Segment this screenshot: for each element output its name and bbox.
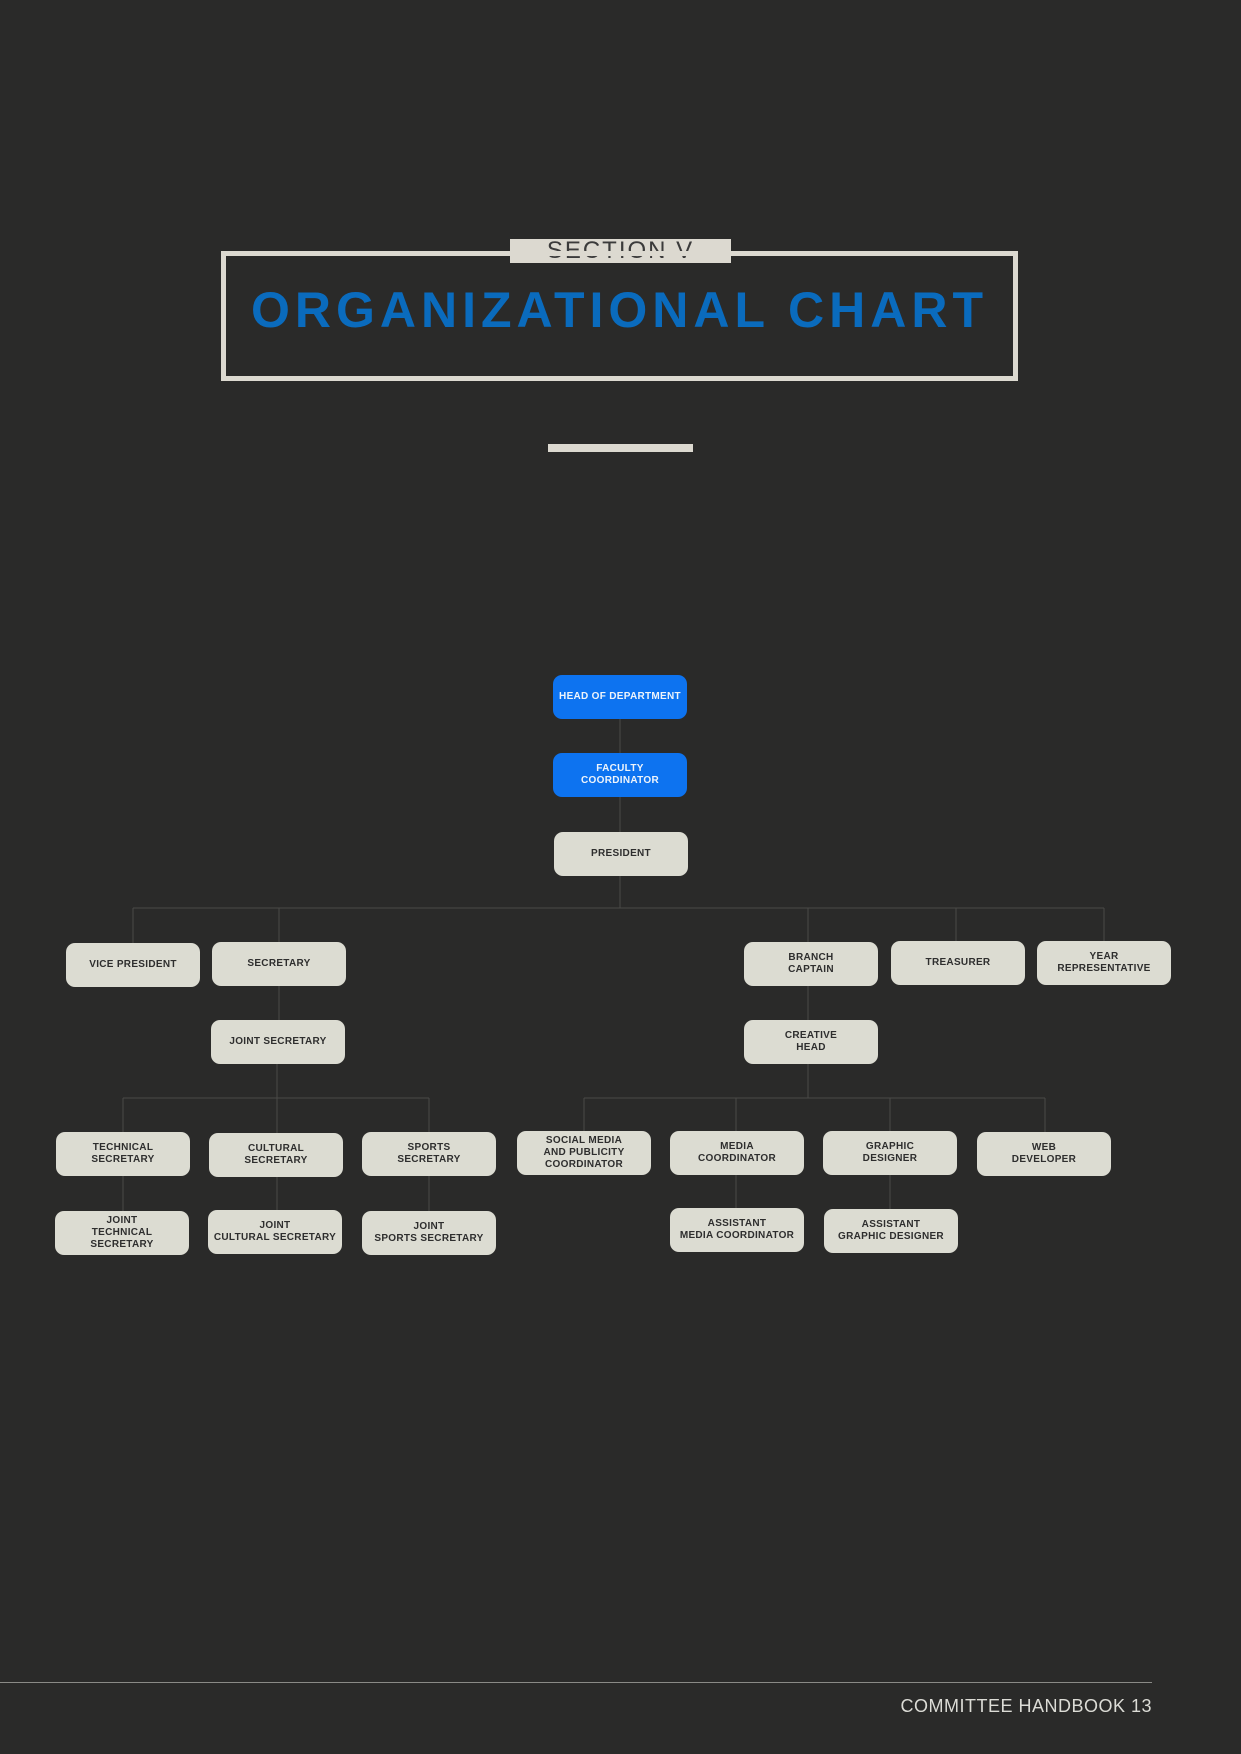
- page-title: ORGANIZATIONAL CHART: [251, 282, 988, 338]
- node-media-coordinator: MEDIA COORDINATOR: [670, 1131, 804, 1175]
- node-faculty-coordinator: FACULTY COORDINATOR: [553, 753, 687, 797]
- node-year-representative: YEAR REPRESENTATIVE: [1037, 941, 1171, 985]
- node-joint-technical-secretary: JOINT TECHNICAL SECRETARY: [55, 1211, 189, 1255]
- footer-page-label: COMMITTEE HANDBOOK 13: [900, 1696, 1152, 1716]
- node-technical-secretary: TECHNICAL SECRETARY: [56, 1132, 190, 1176]
- node-joint-cultural-secretary: JOINT CULTURAL SECRETARY: [208, 1210, 342, 1254]
- node-vice-president: VICE PRESIDENT: [66, 943, 200, 987]
- node-graphic-designer: GRAPHIC DESIGNER: [823, 1131, 957, 1175]
- node-assistant-media-coordinator: ASSISTANT MEDIA COORDINATOR: [670, 1208, 804, 1252]
- node-treasurer: TREASURER: [891, 941, 1025, 985]
- node-joint-secretary: JOINT SECRETARY: [211, 1020, 345, 1064]
- node-assistant-graphic-designer: ASSISTANT GRAPHIC DESIGNER: [824, 1209, 958, 1253]
- node-president: PRESIDENT: [554, 832, 688, 876]
- node-branch-captain: BRANCH CAPTAIN: [744, 942, 878, 986]
- title-divider: [548, 444, 693, 452]
- node-web-developer: WEB DEVELOPER: [977, 1132, 1111, 1176]
- title-frame: [221, 251, 1018, 381]
- node-joint-sports-secretary: JOINT SPORTS SECRETARY: [362, 1211, 496, 1255]
- node-head-of-department: HEAD OF DEPARTMENT: [553, 675, 687, 719]
- node-creative-head: CREATIVE HEAD: [744, 1020, 878, 1064]
- node-cultural-secretary: CULTURAL SECRETARY: [209, 1133, 343, 1177]
- footer-divider: [0, 1682, 1152, 1683]
- node-secretary: SECRETARY: [212, 942, 346, 986]
- node-sports-secretary: SPORTS SECRETARY: [362, 1132, 496, 1176]
- node-social-media-coordinator: SOCIAL MEDIA AND PUBLICITY COORDINATOR: [517, 1131, 651, 1175]
